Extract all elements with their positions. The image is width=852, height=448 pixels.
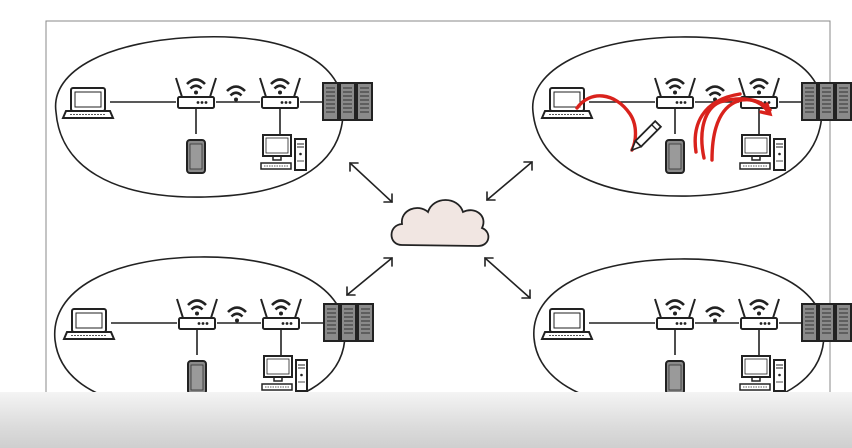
pencil-icon — [630, 119, 663, 152]
player-control-bar — [0, 392, 852, 448]
arrow-bottom-left — [346, 257, 393, 296]
arrow-top-right — [486, 161, 533, 201]
connection-arrows — [346, 161, 533, 299]
cloud-icon — [390, 199, 490, 247]
arrow-top-left — [349, 162, 393, 203]
arrow-bottom-right — [484, 257, 531, 299]
